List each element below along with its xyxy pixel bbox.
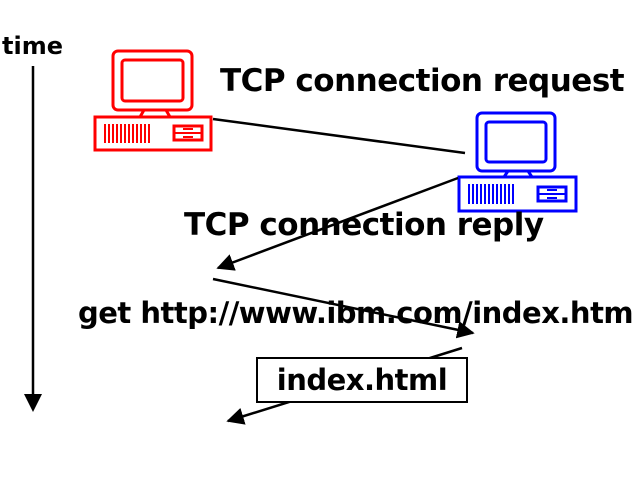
http-get-label: get http://www.ibm.com/index.htm xyxy=(78,296,634,330)
tcp-reply-arrow xyxy=(216,176,459,271)
server-computer-icon xyxy=(457,111,578,213)
file-response-label: index.html xyxy=(276,362,448,397)
tcp-reply-label: TCP connection reply xyxy=(184,207,544,243)
client-computer-icon xyxy=(93,49,213,152)
http-get-arrow xyxy=(212,277,475,339)
tcp-request-line xyxy=(212,117,466,155)
file-response-box: index.html xyxy=(256,357,468,403)
tcp-request-label: TCP connection request xyxy=(220,63,625,99)
time-axis xyxy=(24,66,42,412)
time-axis-label: time xyxy=(2,32,63,60)
